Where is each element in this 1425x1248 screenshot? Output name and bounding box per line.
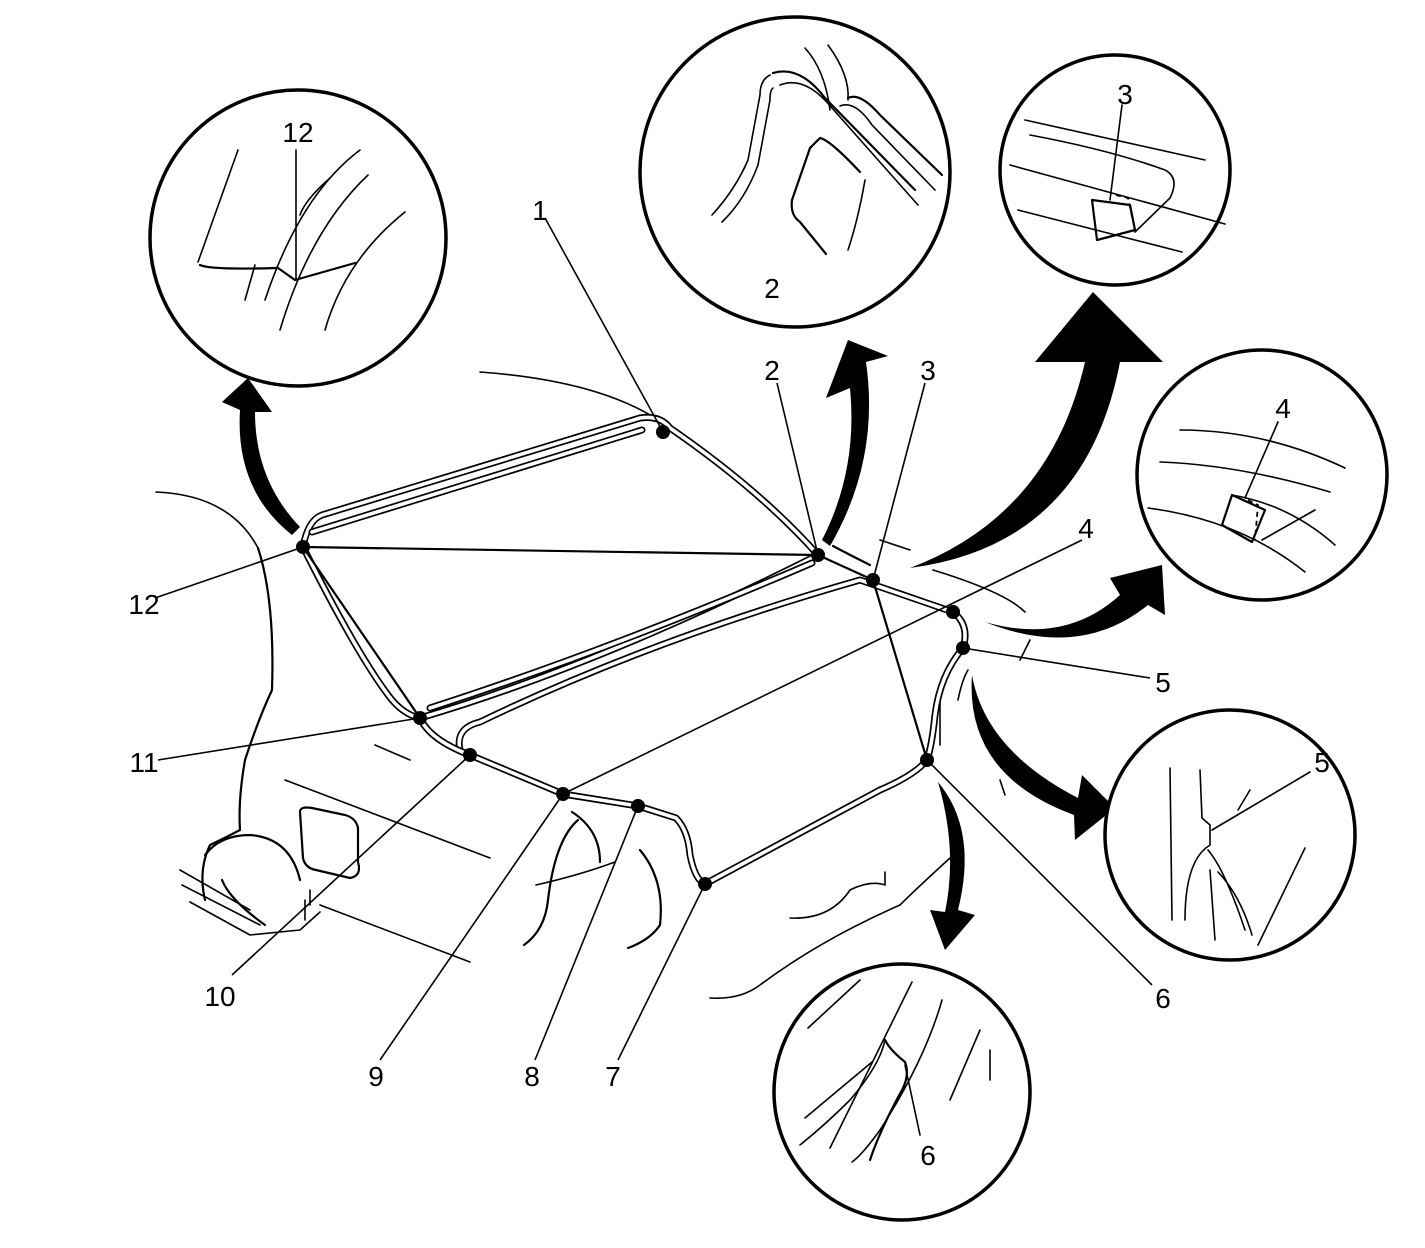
point-5 — [956, 641, 970, 655]
arrow-detail-2 — [822, 340, 888, 546]
arrow-detail-4 — [985, 565, 1165, 638]
callout-label-8: 8 — [524, 1061, 540, 1092]
callout-label-6: 6 — [1155, 983, 1171, 1014]
callout-label-5: 5 — [1155, 667, 1171, 698]
callout-label-11: 11 — [129, 747, 158, 778]
point-7 — [698, 877, 712, 891]
detail-view-2 — [638, 15, 952, 329]
detail-label-2: 2 — [764, 273, 780, 304]
detail-view-5 — [1103, 708, 1357, 962]
arrow-detail-6 — [930, 782, 975, 950]
detail-view-4 — [1135, 348, 1389, 602]
point-8 — [631, 799, 645, 813]
trunk-seal — [299, 414, 969, 888]
point-4 — [946, 605, 960, 619]
arrow-detail-12 — [222, 378, 300, 535]
callout-label-2: 2 — [764, 355, 780, 386]
detail-label-6: 6 — [920, 1140, 936, 1171]
leader-lines — [154, 217, 1153, 1061]
callout-labels: 1 2 3 4 5 6 7 8 9 10 11 12 — [128, 195, 1170, 1092]
point-2 — [811, 548, 825, 562]
callout-dots — [296, 425, 970, 891]
detail-view-6 — [772, 962, 1032, 1222]
callout-label-3: 3 — [920, 355, 936, 386]
callout-label-10: 10 — [204, 981, 235, 1012]
point-12 — [296, 540, 310, 554]
detail-label-12: 12 — [282, 117, 313, 148]
callout-label-7: 7 — [605, 1061, 621, 1092]
point-9 — [556, 787, 570, 801]
point-10 — [463, 748, 477, 762]
detail-view-3 — [998, 53, 1232, 287]
point-3 — [866, 573, 880, 587]
arrow-detail-3 — [910, 292, 1163, 568]
detail-label-4: 4 — [1275, 393, 1291, 424]
callout-label-12: 12 — [128, 589, 159, 620]
point-1 — [656, 425, 670, 439]
point-11 — [413, 711, 427, 725]
callout-label-1: 1 — [532, 195, 548, 226]
arrows — [222, 292, 1165, 950]
arrow-detail-5 — [971, 675, 1115, 840]
callout-label-9: 9 — [368, 1061, 384, 1092]
detail-labels: 12 2 3 4 5 6 — [282, 79, 1329, 1171]
detail-label-5: 5 — [1314, 747, 1330, 778]
point-6 — [920, 753, 934, 767]
detail-label-3: 3 — [1117, 79, 1133, 110]
callout-label-4: 4 — [1078, 513, 1094, 544]
detail-view-12 — [148, 88, 448, 388]
car-body-sketch — [155, 371, 1031, 1000]
